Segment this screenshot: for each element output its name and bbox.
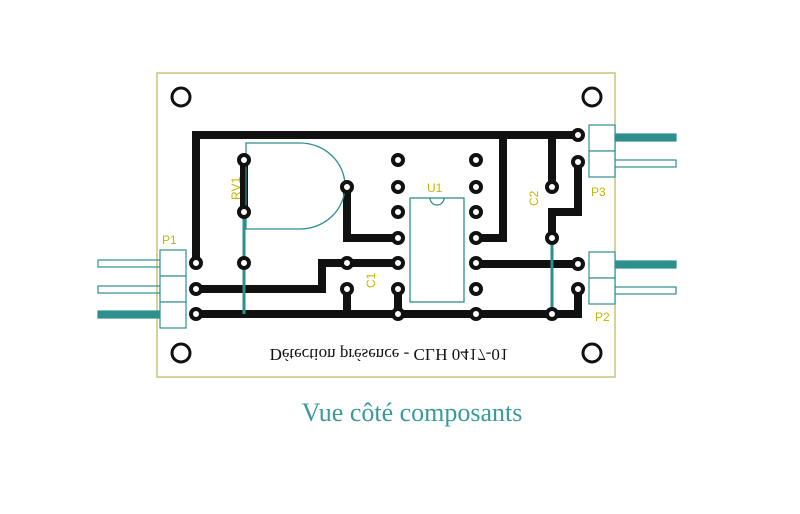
trace-mid-signal [192,259,402,293]
board-title: Détection présence - CLH 0417-01 [270,345,509,364]
u1-body [409,197,465,303]
label-c1: C1 [364,272,378,288]
trace-bottom-rail [192,285,582,318]
mounting-hole-top-right [581,86,603,108]
component-labels: P1 P3 P2 U1 RV1 C1 C2 [162,177,610,324]
connector-p3 [588,124,677,178]
trace-top-rail [192,131,582,267]
mounting-hole-bottom-left [170,342,192,364]
label-u1: U1 [427,181,443,195]
label-c2: C2 [527,190,541,206]
connector-p2 [588,251,677,305]
mounting-hole-top-left [170,86,192,108]
label-p3: P3 [591,185,606,199]
label-p1: P1 [162,233,177,247]
mounting-holes [170,86,603,364]
trace-u1-pin8 [472,131,507,242]
board-title-group: Détection présence - CLH 0417-01 [270,345,509,364]
label-rv1: RV1 [229,177,243,200]
board-outline [156,72,616,378]
connector-p1 [97,249,187,329]
trace-rv1-wiper [343,183,402,242]
caption: Vue côté composants [302,398,523,427]
mounting-hole-bottom-right [581,342,603,364]
pads [189,128,585,321]
trace-p3-pin2 [548,158,582,242]
label-p2: P2 [595,310,610,324]
